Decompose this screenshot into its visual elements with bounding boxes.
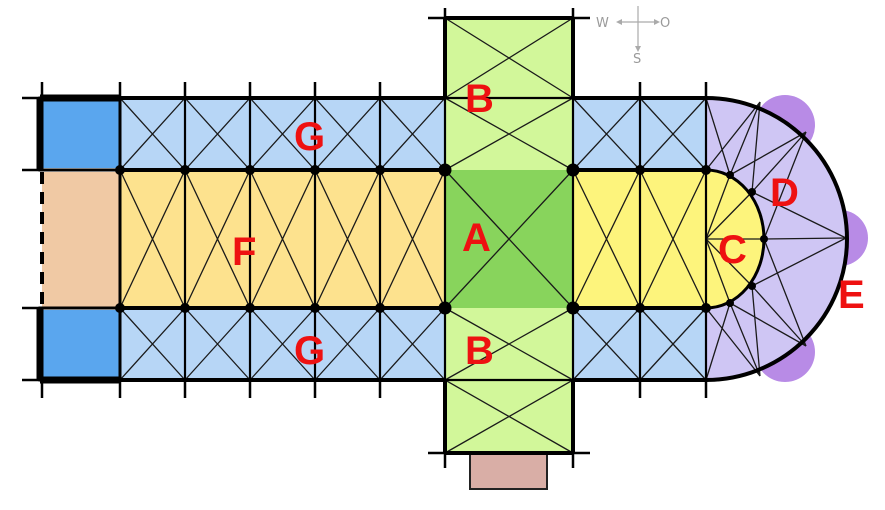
walls: [22, 8, 849, 468]
annex: [469, 452, 548, 490]
south-tower: [40, 310, 120, 380]
label-chapels: E: [838, 273, 865, 317]
label-transept-south: B: [465, 329, 494, 373]
north-transept: [445, 18, 573, 170]
label-crossing: A: [462, 216, 491, 260]
piers: [115, 163, 768, 315]
region-labels: A B B C D E F G G: [232, 77, 865, 373]
compass-west-label: W: [596, 16, 609, 31]
label-nave: F: [232, 230, 256, 274]
north-tower: [40, 98, 120, 168]
label-aisle-north: G: [294, 115, 325, 159]
narthex: [42, 172, 120, 308]
label-aisle-south: G: [294, 329, 325, 373]
compass-south-label: S: [633, 52, 641, 67]
label-ambulatory: D: [770, 171, 799, 215]
compass-rose: W O S: [596, 6, 670, 67]
label-choir: C: [718, 228, 747, 272]
compass-east-label: O: [660, 16, 670, 31]
label-transept-north: B: [465, 77, 494, 121]
